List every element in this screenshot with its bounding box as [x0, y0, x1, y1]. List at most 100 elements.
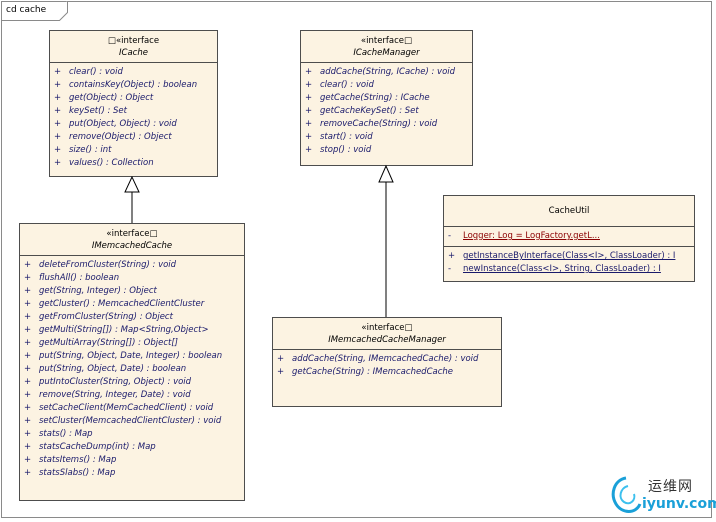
class-icachemanager[interactable]: «interface□ ICacheManager +addCache(Stri…: [300, 30, 473, 166]
operations-list: +clear() : void+containsKey(Object) : bo…: [50, 63, 217, 173]
visibility-marker: +: [24, 273, 32, 283]
member-signature: get(Object) : Object: [69, 93, 154, 103]
member-row[interactable]: + setCacheClient(MemCachedClient) : void: [24, 402, 240, 415]
visibility-marker: +: [54, 93, 62, 103]
member-signature: clear() : void: [320, 80, 374, 90]
member-row[interactable]: +get(String, Integer) : Object: [24, 285, 240, 298]
member-signature: addCache(String, IMemcachedCache) : void: [292, 354, 479, 364]
class-imemcachedcachemanager[interactable]: «interface□ IMemcachedCacheManager + addC…: [272, 317, 502, 407]
member-row[interactable]: + put(Object, Object) : void: [54, 118, 213, 131]
member-row[interactable]: +statsSlabs() : Map: [24, 467, 240, 480]
member-signature: getCache(String) : IMemcachedCache: [292, 367, 454, 377]
member-row[interactable]: + clear() : void: [305, 79, 468, 92]
member-row[interactable]: +remove(Object) : Object: [54, 131, 213, 144]
member-row[interactable]: +statsItems() : Map: [24, 454, 240, 467]
member-row[interactable]: +getCluster() : MemcachedClientCluster: [24, 298, 240, 311]
member-row[interactable]: + getCache(String) : IMemcachedCache: [277, 366, 497, 379]
visibility-marker: +: [24, 377, 32, 387]
member-signature: getMulti(String[]) : Map<String,Object>: [39, 325, 209, 335]
logo-swirl-icon: [611, 476, 642, 513]
member-signature: removeCache(String) : void: [320, 119, 438, 129]
member-signature: deleteFromCluster(String) : void: [39, 260, 177, 270]
member-row[interactable]: +setCluster(MemcachedClientCluster) : vo…: [24, 415, 240, 428]
visibility-marker: +: [24, 455, 32, 465]
visibility-marker: +: [305, 119, 313, 129]
member-row[interactable]: +putIntoCluster(String, Object) : void: [24, 376, 240, 389]
member-row[interactable]: +getInstanceByInterface(Class<I>, ClassL…: [448, 250, 690, 263]
member-row[interactable]: + addCache(String, IMemcachedCache) : voi…: [277, 353, 497, 366]
visibility-marker: +: [54, 119, 62, 129]
visibility-marker: +: [24, 364, 32, 374]
member-row[interactable]: + remove(String, Integer, Date) : void: [24, 389, 240, 402]
visibility-marker: +: [305, 67, 313, 77]
visibility-marker: +: [305, 93, 313, 103]
visibility-marker: +: [54, 158, 62, 168]
member-signature: getCluster() : MemcachedClientCluster: [39, 299, 205, 309]
class-icache[interactable]: □«interface ICache +clear() : void+conta…: [49, 30, 218, 177]
member-signature: setCacheClient(MemCachedClient) : void: [39, 403, 214, 413]
member-row[interactable]: + values() : Collection: [54, 157, 213, 170]
operations-list: +addCache(String, ICache) : void+clear()…: [301, 63, 472, 160]
visibility-marker: +: [54, 67, 62, 77]
class-name: IMemcachedCache: [91, 241, 173, 251]
visibility-marker: +: [24, 429, 32, 439]
member-row[interactable]: -Logger: Log = LogFactory.getL...: [448, 230, 690, 243]
member-row[interactable]: + get(Object) : Object: [54, 92, 213, 105]
member-row[interactable]: +statsCacheDump(int) : Map: [24, 441, 240, 454]
generalization-imemcachedcachemanager-to-icachemanager[interactable]: [378, 164, 394, 317]
visibility-marker: +: [305, 80, 313, 90]
member-signature: put(Object, Object) : void: [69, 119, 177, 129]
member-signature: newInstance(Class<I>, String, ClassLoade…: [463, 264, 661, 274]
class-imemcachedcache[interactable]: «interface□ IMemcachedCache +deleteFromC…: [19, 223, 245, 501]
visibility-marker: +: [24, 403, 32, 413]
member-row[interactable]: + stats() : Map: [24, 428, 240, 441]
member-row[interactable]: +keySet() : Set: [54, 105, 213, 118]
member-row[interactable]: -newInstance(Class<I>, String, ClassLoad…: [448, 263, 690, 276]
member-signature: get(String, Integer) : Object: [39, 286, 157, 296]
member-signature: values() : Collection: [69, 158, 154, 168]
generalization-imemcachedcache-to-icache[interactable]: [124, 175, 140, 223]
stereotype-label: □«interface: [107, 36, 160, 46]
stereotype-label: «interface□: [360, 36, 413, 46]
class-name: CacheUtil: [548, 206, 590, 216]
visibility-marker: +: [24, 351, 32, 361]
member-row[interactable]: +getMulti(String[]) : Map<String,Object>: [24, 324, 240, 337]
member-row[interactable]: +deleteFromCluster(String) : void: [24, 259, 240, 272]
member-signature: flushAll() : boolean: [39, 273, 120, 283]
class-header: □«interface ICache: [50, 31, 217, 63]
member-row[interactable]: +clear() : void: [54, 66, 213, 79]
class-name: IMemcachedCacheManager: [328, 335, 446, 345]
member-row[interactable]: +addCache(String, ICache) : void: [305, 66, 468, 79]
member-row[interactable]: +put(String, Object, Date) : boolean: [24, 363, 240, 376]
stereotype-label: «interface□: [106, 229, 158, 239]
visibility-marker: +: [54, 106, 62, 116]
member-row[interactable]: + flushAll() : boolean: [24, 272, 240, 285]
visibility-marker: +: [305, 132, 313, 142]
class-header: «interface□ ICacheManager: [301, 31, 472, 63]
member-row[interactable]: +stop() : void: [305, 144, 468, 157]
member-signature: remove(Object) : Object: [69, 132, 172, 142]
member-row[interactable]: +getCache(String) : ICache: [305, 92, 468, 105]
visibility-marker: +: [24, 390, 32, 400]
member-row[interactable]: +getMultiArray(String[]) : Object[]: [24, 337, 240, 350]
member-row[interactable]: +containsKey(Object) : boolean: [54, 79, 213, 92]
member-row[interactable]: +getFromCluster(String) : Object: [24, 311, 240, 324]
class-name: ICache: [119, 48, 148, 58]
member-signature: getFromCluster(String) : Object: [39, 312, 173, 322]
member-signature: remove(String, Integer, Date) : void: [39, 390, 191, 400]
class-header: «interface□ IMemcachedCacheManager: [273, 318, 501, 350]
member-signature: stats() : Map: [39, 429, 93, 439]
frame-tab: cd cache: [1, 1, 68, 21]
member-row[interactable]: +size() : int: [54, 144, 213, 157]
class-cacheutil[interactable]: CacheUtil -Logger: Log = LogFactory.getL…: [443, 195, 695, 282]
member-signature: containsKey(Object) : boolean: [69, 80, 198, 90]
member-row[interactable]: + getCacheKeySet() : Set: [305, 105, 468, 118]
visibility-marker: +: [277, 354, 285, 364]
visibility-marker: +: [305, 145, 313, 155]
member-row[interactable]: +put(String, Object, Date, Integer) : bo…: [24, 350, 240, 363]
visibility-marker: +: [277, 367, 285, 377]
member-row[interactable]: +start() : void: [305, 131, 468, 144]
member-row[interactable]: + removeCache(String) : void: [305, 118, 468, 131]
member-signature: getCacheKeySet() : Set: [320, 106, 419, 116]
visibility-marker: +: [305, 106, 313, 116]
